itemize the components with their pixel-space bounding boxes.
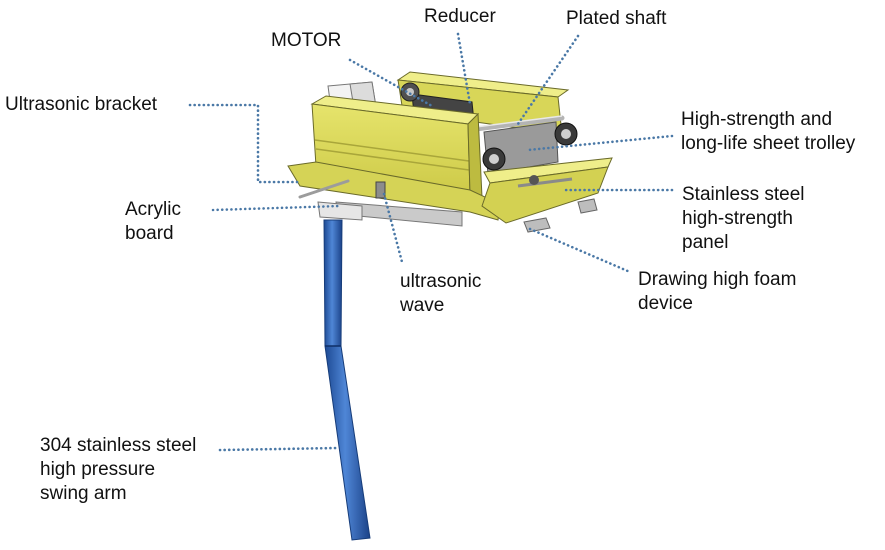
- leader-motor: [348, 58, 434, 108]
- label-acrylic-board: Acrylic board: [125, 198, 181, 246]
- foam-device-foot-1: [523, 217, 551, 233]
- label-foam-device: Drawing high foam device: [638, 268, 796, 316]
- label-plated-shaft: Plated shaft: [566, 7, 666, 31]
- leader-plated-shaft: [516, 34, 580, 126]
- leader-swing-arm: [218, 446, 338, 452]
- label-line: Acrylic: [125, 199, 181, 220]
- motor-roller-hub: [406, 88, 414, 96]
- label-line: wave: [400, 295, 445, 316]
- label-line: ultrasonic: [400, 271, 482, 292]
- label-ultrasonic-bracket: Ultrasonic bracket: [5, 93, 157, 117]
- label-ultrasonic-wave: ultrasonic wave: [400, 270, 481, 318]
- label-line: Drawing high foam: [638, 269, 797, 290]
- swing-arm-upper: [323, 219, 343, 347]
- label-line: board: [125, 223, 174, 244]
- trolley-roller-left-hub: [489, 154, 499, 164]
- leader-ultrasonic-bracket: [188, 103, 302, 184]
- label-line: swing arm: [40, 483, 127, 504]
- left-handle-rod: [298, 179, 350, 199]
- leader-reducer: [456, 32, 472, 106]
- swing-arm-lower: [324, 345, 371, 541]
- foam-device-foot-2: [577, 198, 598, 214]
- front-housing-groove-2: [315, 148, 470, 171]
- label-line: High-strength and: [681, 109, 833, 130]
- label-line: Reducer: [424, 6, 496, 27]
- leader-lines: [188, 32, 674, 452]
- label-motor: MOTOR: [271, 29, 341, 53]
- label-line: 304 stainless steel: [40, 435, 197, 456]
- right-tray-knob: [529, 175, 539, 185]
- label-swing-arm: 304 stainless steel high pressure swing …: [40, 434, 196, 506]
- label-line: Ultrasonic bracket: [5, 94, 158, 115]
- label-line: MOTOR: [271, 30, 342, 51]
- leader-sheet-trolley: [526, 134, 674, 152]
- label-reducer: Reducer: [424, 5, 496, 29]
- leader-ultrasonic-wave: [382, 192, 404, 264]
- leader-foam-device: [528, 227, 632, 274]
- label-steel-panel: Stainless steel high-strength panel: [682, 183, 805, 255]
- label-line: high pressure: [40, 459, 156, 480]
- label-line: device: [638, 293, 693, 314]
- plated-shaft-rod: [465, 115, 565, 133]
- trolley-roller-right-hub: [561, 129, 571, 139]
- label-line: Stainless steel: [682, 184, 805, 205]
- plated-shaft-highlight: [467, 115, 563, 129]
- label-line: high-strength: [682, 208, 793, 229]
- label-line: long-life sheet trolley: [681, 133, 856, 154]
- ultrasonic-probe: [375, 181, 386, 199]
- label-sheet-trolley: High-strength and long-life sheet trolle…: [681, 108, 855, 156]
- front-housing-groove-1: [314, 139, 470, 162]
- label-line: panel: [682, 232, 729, 253]
- right-tray-rod: [517, 177, 573, 188]
- label-line: Plated shaft: [566, 8, 667, 29]
- right-tray-face: [481, 166, 609, 224]
- leader-acrylic-board: [211, 204, 342, 212]
